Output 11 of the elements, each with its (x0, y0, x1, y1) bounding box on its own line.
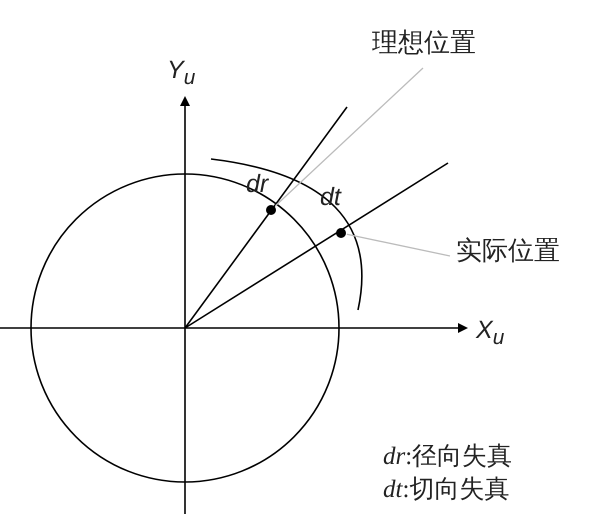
callout-label: 理想位置 (372, 30, 476, 56)
axis-label: X$_{u}$ (476, 318, 504, 349)
callout-label: 实际位置 (456, 238, 560, 264)
distortion-label: dr (246, 172, 268, 197)
legend-note: dt:切向失真 (383, 477, 510, 502)
point-dot (336, 228, 346, 238)
axis-label: Y$_{u}$ (167, 58, 196, 89)
point-dot (266, 205, 276, 215)
legend-note: dr:径向失真 (383, 444, 512, 469)
leader-line (274, 68, 424, 206)
leader-line (346, 234, 450, 257)
